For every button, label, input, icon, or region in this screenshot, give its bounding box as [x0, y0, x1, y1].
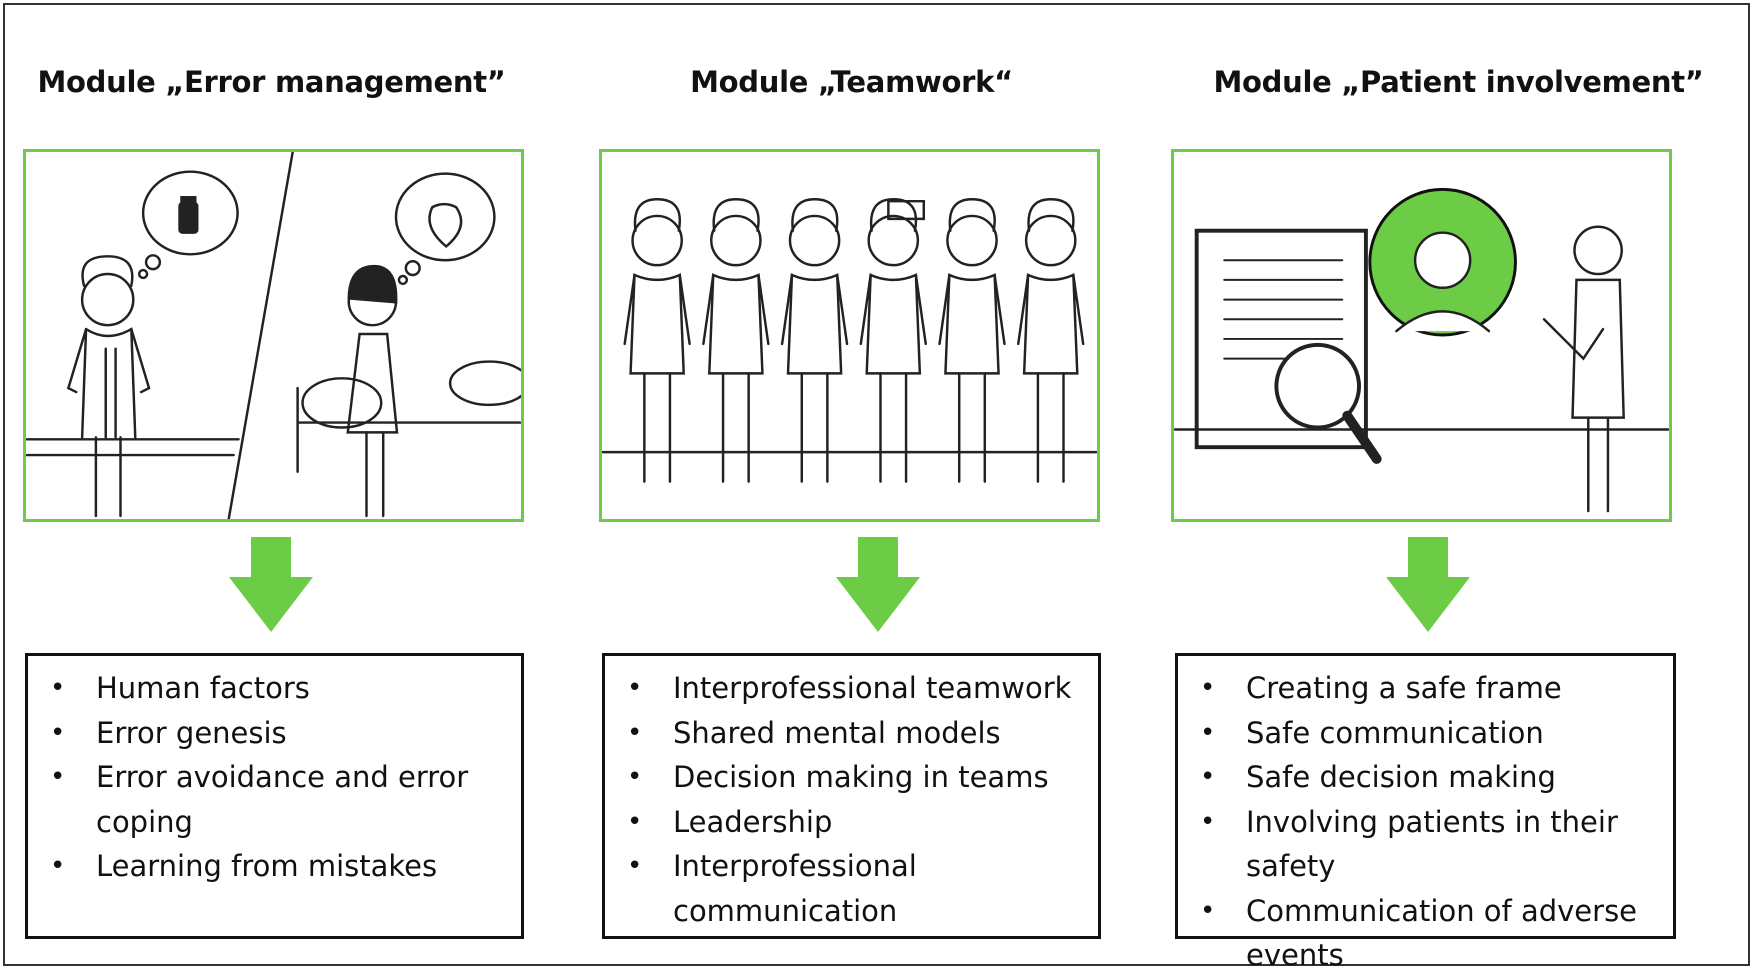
list-item: •Communication of adverse events	[1200, 893, 1638, 973]
list-item: •Error genesis	[50, 715, 287, 750]
down-arrow-icon	[229, 537, 313, 632]
document-and-patient-illustration	[1174, 187, 1669, 513]
team-of-six-people-icon	[602, 197, 1097, 483]
list-item: •Interprofessional teamwork	[627, 671, 1072, 705]
topic-list: •Creating a safe frame •Safe communicati…	[1175, 653, 1676, 972]
list-item: •Leadership	[627, 804, 833, 839]
list-item: •Interprofessional communication	[627, 849, 917, 928]
down-arrow-icon	[836, 537, 920, 632]
figure-frame: Module „Error management”	[3, 3, 1750, 972]
illustration-teamwork	[599, 149, 1100, 522]
list-item: •Decision making in teams	[627, 760, 1049, 794]
module-title: Module „Patient involvement”	[1213, 65, 1704, 99]
illustration-patient-involvement	[1171, 149, 1672, 522]
down-arrow-icon	[1386, 537, 1470, 632]
illustration-error-management	[23, 149, 524, 522]
topic-list: •Human factors •Error genesis •Error avo…	[25, 653, 524, 939]
list-item: •Safe communication	[1200, 715, 1544, 750]
topic-list: •Interprofessional teamwork •Shared ment…	[602, 653, 1101, 939]
module-patient-involvement: Module „Patient involvement”	[1171, 5, 1746, 972]
module-title: Module „Error management”	[37, 65, 506, 99]
list-item: •Creating a safe frame	[1200, 671, 1562, 705]
list-item: •Human factors	[50, 671, 310, 705]
list-item: •Shared mental models	[627, 715, 1001, 750]
module-title: Module „Teamwork“	[690, 65, 1013, 99]
module-teamwork: Module „Teamwork“	[599, 5, 1104, 965]
doctor-and-patient-illustration	[26, 152, 521, 519]
list-item: •Learning from mistakes	[50, 849, 438, 883]
list-item: •Involving patients in their safety	[1200, 804, 1618, 884]
list-item: •Safe decision making	[1200, 760, 1556, 794]
list-item: •Error avoidance and error coping	[50, 760, 469, 839]
module-error-management: Module „Error management”	[19, 5, 524, 965]
